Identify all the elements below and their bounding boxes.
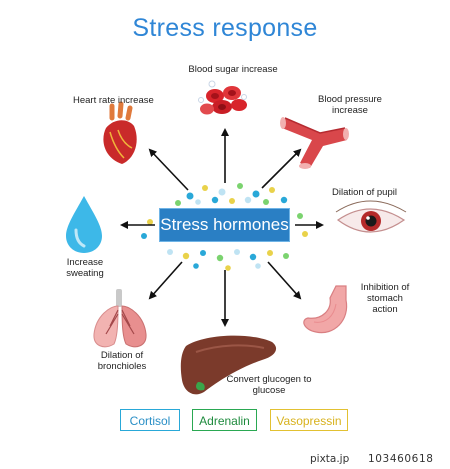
blood-cells-icon	[198, 80, 247, 115]
label-heart-rate: Heart rate increase	[73, 95, 154, 106]
arrow-stomach	[267, 261, 302, 300]
hormone-particles	[141, 183, 308, 271]
stomach-icon	[303, 285, 348, 334]
label-bronchioles: Dilation of bronchioles	[97, 350, 147, 372]
arrow-bronchioles	[148, 261, 183, 300]
lungs-icon	[93, 289, 147, 348]
stock-id: 103460618	[368, 453, 434, 465]
stress-hormones-box: Stress hormones	[159, 208, 290, 242]
sweat-drop-icon	[66, 196, 102, 253]
eye-icon	[335, 200, 407, 233]
arrows	[120, 128, 324, 327]
arrow-blood-pressure	[261, 148, 302, 189]
blood-vessel-icon	[280, 117, 349, 169]
label-stomach: Inhibition of stomach action	[360, 282, 410, 315]
label-glucogen: Convert glucogen to glucose	[226, 374, 312, 396]
heart-icon	[103, 101, 137, 164]
diagram-title: Stress response	[132, 14, 318, 42]
legend-cortisol: Cortisol	[120, 409, 180, 431]
legend-vasopressin: Vasopressin	[270, 409, 348, 431]
label-blood-pressure: Blood pressure increase	[318, 94, 382, 116]
label-blood-sugar: Blood sugar increase	[188, 64, 278, 75]
liver-icon	[180, 335, 277, 395]
arrow-heart-rate	[148, 148, 189, 191]
label-sweating: Increase sweating	[66, 257, 104, 279]
label-pupil: Dilation of pupil	[332, 187, 397, 198]
stock-brand: pixta.jp	[310, 453, 350, 465]
legend-adrenalin: Adrenalin	[192, 409, 257, 431]
stock-footer: pixta.jp 103460618	[0, 448, 450, 469]
